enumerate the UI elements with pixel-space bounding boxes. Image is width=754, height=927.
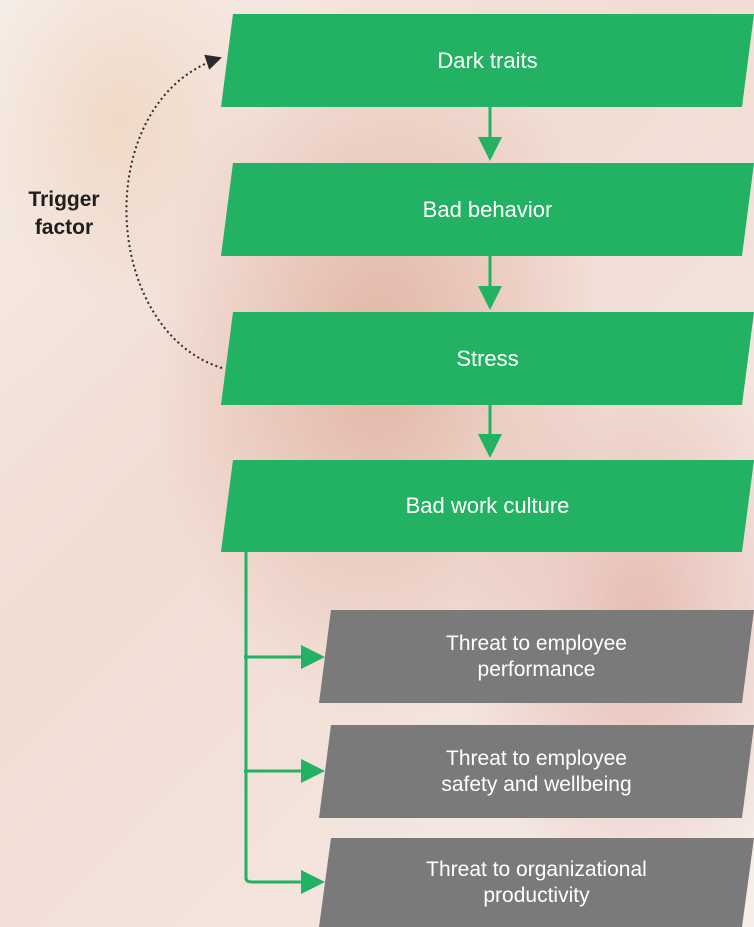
outcome-line: productivity	[483, 883, 590, 907]
outcome-employee-performance-text: Threat to employee performance	[446, 631, 627, 683]
step-stress: Stress	[221, 312, 754, 405]
outcome-employee-performance: Threat to employee performance	[319, 610, 754, 703]
outcome-line: Threat to employee	[446, 631, 627, 655]
trigger-factor-label: Trigger factor	[4, 186, 124, 242]
step-bad-work-culture-label: Bad work culture	[405, 493, 570, 518]
outcome-line: Threat to organizational	[426, 857, 647, 881]
trigger-loop-arrow	[125, 54, 223, 369]
step-bad-behavior: Bad behavior	[221, 163, 754, 256]
step-bad-behavior-label: Bad behavior	[422, 196, 553, 222]
outcome-organizational-productivity-text: Threat to organizational productivity	[426, 857, 647, 909]
step-dark-traits-label: Dark traits	[437, 47, 538, 73]
step-dark-traits: Dark traits	[221, 14, 754, 107]
outcome-line: safety and wellbeing	[441, 772, 632, 796]
outcome-line: performance	[477, 657, 596, 681]
outcome-line: Threat to employee	[446, 746, 627, 770]
trigger-factor-line2: factor	[34, 216, 94, 239]
outcome-employee-safety-text: Threat to employee safety and wellbeing	[441, 746, 631, 798]
step-bad-work-culture: Bad work culture	[221, 460, 754, 552]
outcome-organizational-productivity: Threat to organizational productivity	[319, 838, 754, 927]
branch-arrow-productivity	[244, 870, 325, 894]
outcome-employee-safety: Threat to employee safety and wellbeing	[319, 725, 754, 818]
trigger-factor-line1: Trigger	[28, 188, 100, 211]
step-stress-label: Stress	[456, 345, 519, 371]
